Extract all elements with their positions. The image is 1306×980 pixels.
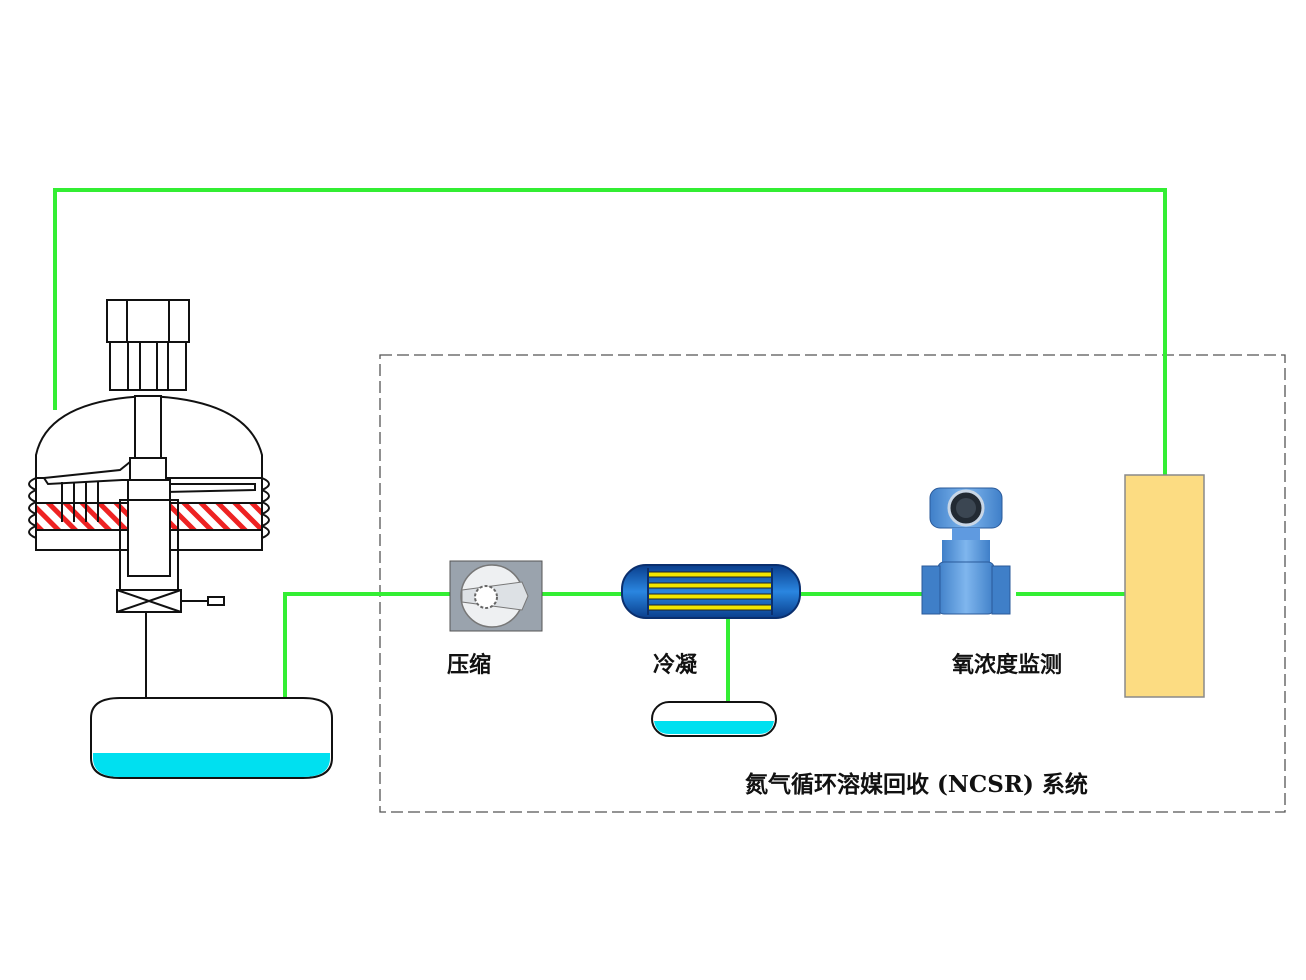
system-title-label: 氮气循环溶媒回收 (NCSR) 系统 [745,771,1088,798]
ncsr-boundary [379,354,1286,813]
condensate-tank-icon [651,701,777,737]
condense-label: 冷凝 [653,652,698,678]
receiver-tank-icon [90,697,333,779]
tank-to-compressor-pipe [283,592,450,698]
return-pipe [53,188,1167,475]
adsorption-column-icon [1124,474,1205,698]
pipelines [53,188,1167,702]
oxygen-monitor-label: 氧浓度监测 [952,652,1063,678]
condenser-icon [621,564,801,619]
compress-label: 压缩 [447,652,492,678]
reactor-vessel-icon [28,299,270,698]
oxygen-sensor-icon [921,487,1011,615]
compressor-icon [449,560,543,632]
